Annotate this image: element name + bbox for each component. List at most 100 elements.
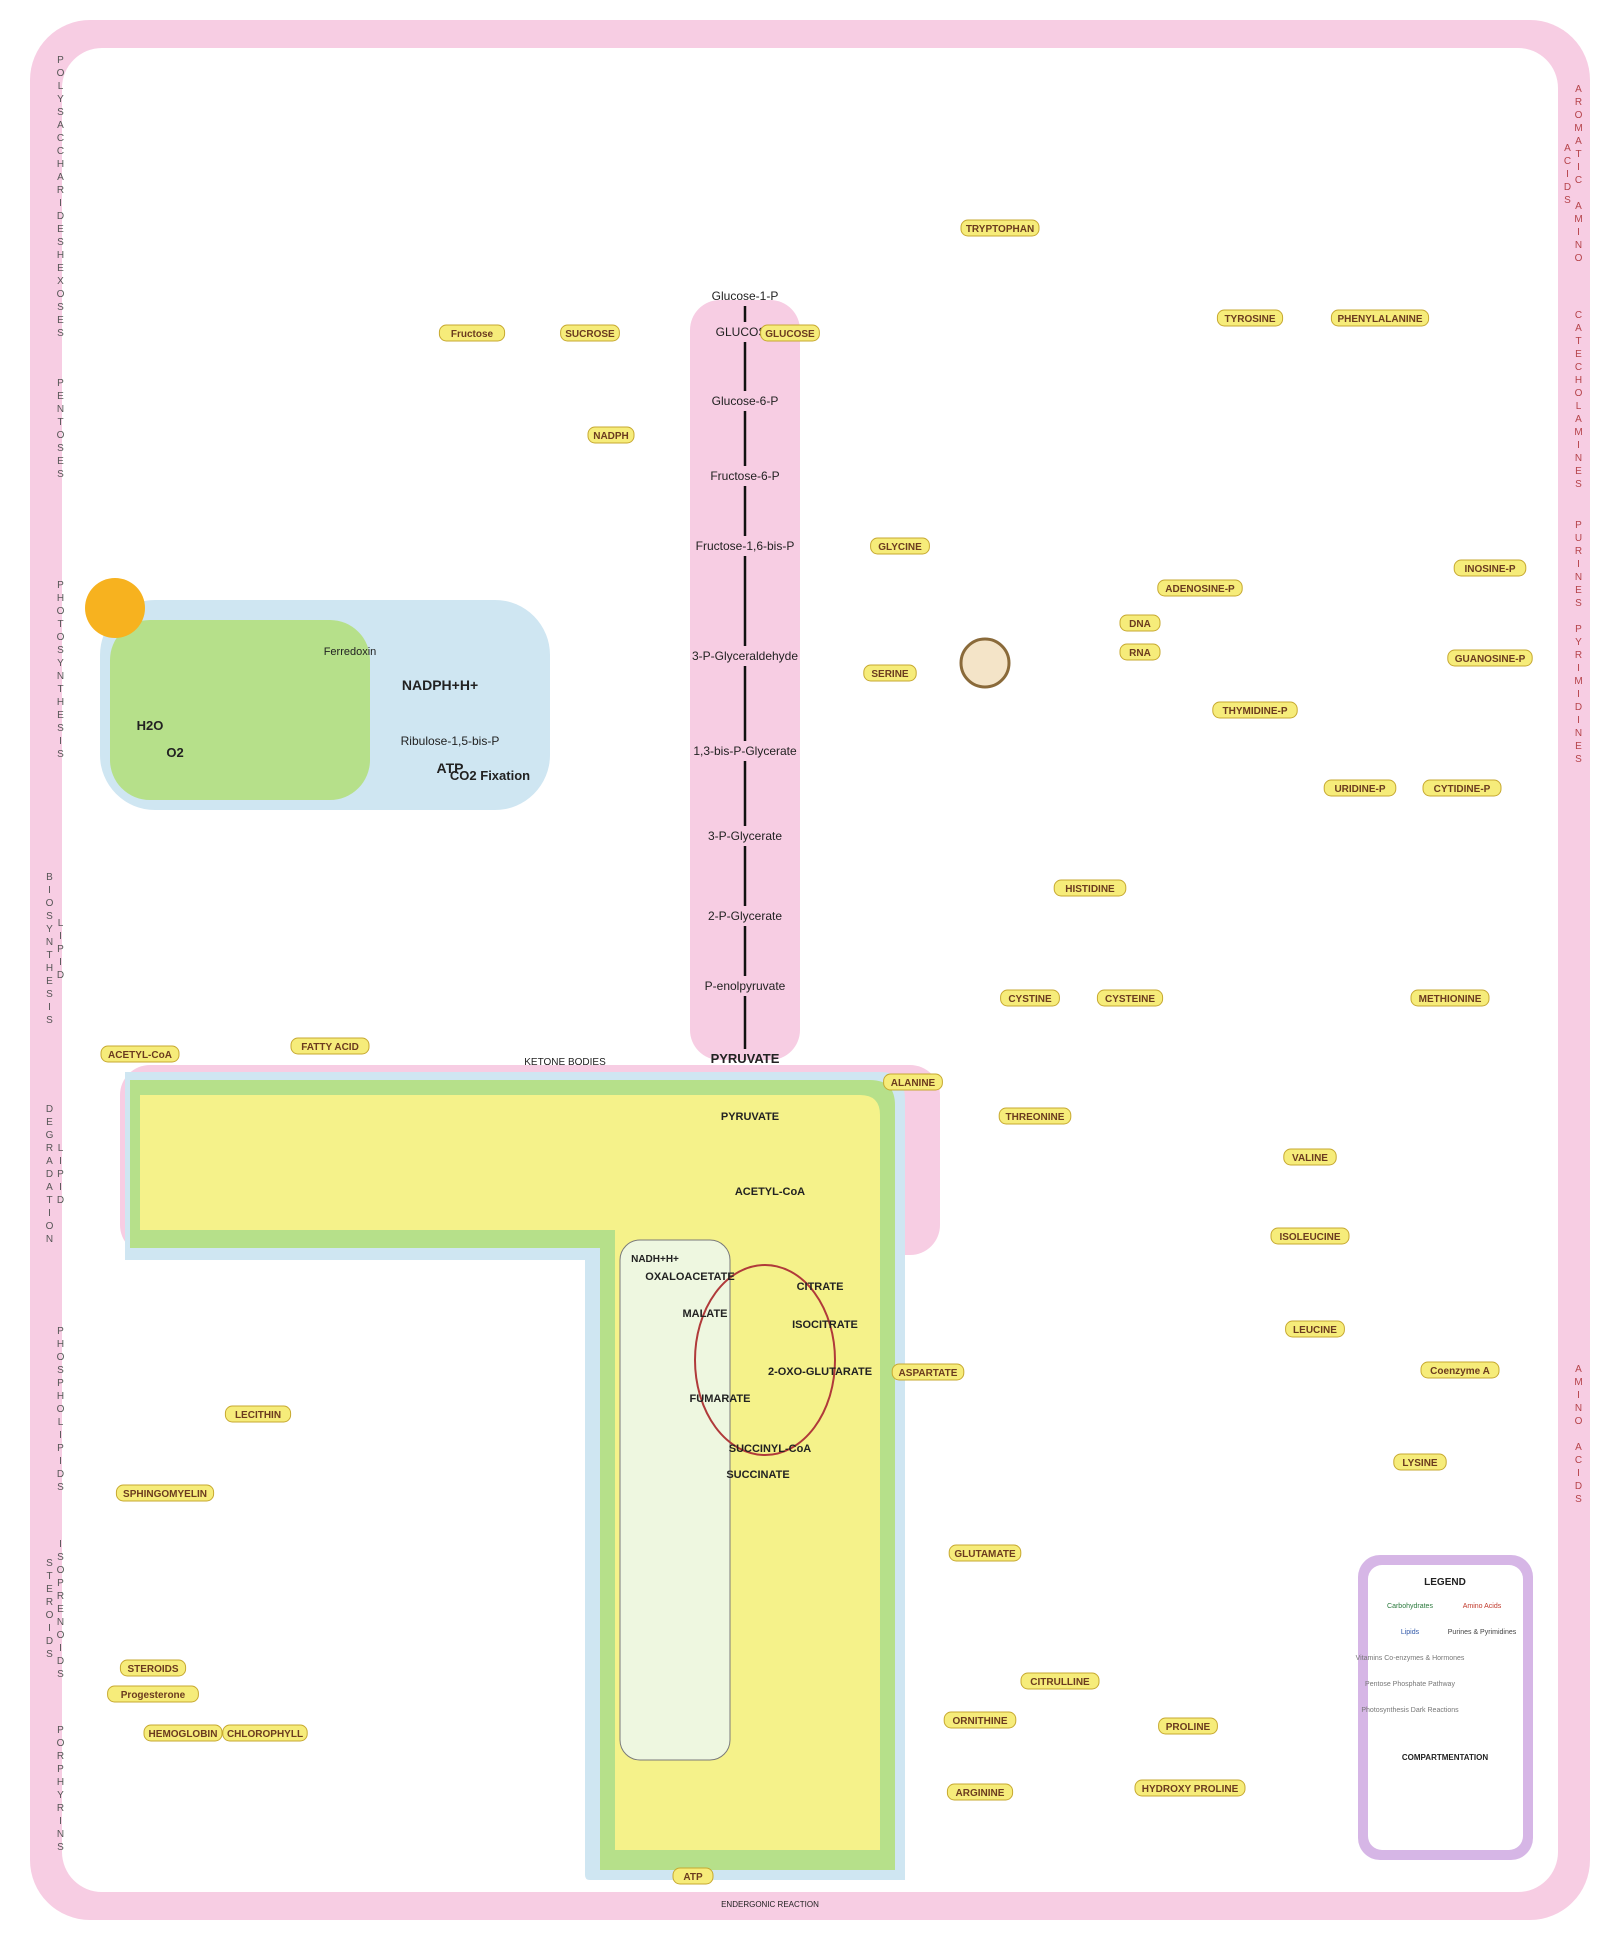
glycolysis-metabolite-glucose-6-p: Glucose-6-P — [712, 394, 779, 408]
category-label-photosynthesis: PHOTOSYNTHESIS — [55, 580, 66, 762]
tca-metabolite-succinate: SUCCINATE — [726, 1469, 789, 1481]
highlight-text-chlorophyll: CHLOROPHYLL — [227, 1729, 303, 1740]
category-label-lipid-biosynthesis: LIPID BIOSYNTHESIS — [44, 872, 66, 1028]
category-label-purines: PURINES — [1573, 520, 1584, 611]
category-label-porphyrins: PORPHYRINS — [55, 1725, 66, 1855]
highlight-text-glycine: GLYCINE — [878, 542, 922, 553]
glycolysis-metabolite-fructose-6-p: Fructose-6-P — [710, 469, 779, 483]
legend-panel — [1368, 1565, 1523, 1850]
highlight-text-ornithine: ORNITHINE — [953, 1716, 1008, 1727]
legend-compartmentation-compartmentation: COMPARTMENTATION — [1402, 1753, 1488, 1762]
highlight-pill-valine — [1283, 1148, 1337, 1166]
highlight-text-cystine: CYSTINE — [1008, 994, 1052, 1005]
highlight-pill-ornithine — [943, 1711, 1017, 1729]
highlight-pill-isoleucine — [1270, 1227, 1350, 1245]
photosynthesis-label-o2: O2 — [166, 745, 183, 760]
highlight-pill-atp — [672, 1867, 714, 1885]
highlight-text-lecithin: LECITHIN — [235, 1410, 281, 1421]
legend-item-photosynthesis-dark-reactions: Photosynthesis Dark Reactions — [1361, 1707, 1459, 1714]
highlight-pill-tyrosine — [1216, 309, 1284, 327]
folic-acid-pool-icon — [959, 637, 1011, 689]
highlight-pill-glucose — [760, 324, 820, 342]
highlight-text-steroids: STEROIDS — [127, 1664, 178, 1675]
highlight-pill-cysteine — [1096, 989, 1164, 1007]
highlight-text-coenzyme-a: Coenzyme A — [1430, 1366, 1490, 1377]
highlight-pill-hydroxy-proline — [1134, 1779, 1246, 1797]
highlight-pill-thymidine-p — [1212, 701, 1298, 719]
highlight-pill-rna — [1119, 643, 1161, 661]
highlight-pill-progesterone — [107, 1685, 199, 1703]
glycolysis-metabolite-pyruvate: PYRUVATE — [711, 1051, 780, 1066]
highlight-pill-lysine — [1393, 1453, 1447, 1471]
highlight-pill-nadph — [587, 426, 635, 444]
glycolysis-metabolite-fructose-1-6-bis-p: Fructose-1,6-bis-P — [696, 539, 795, 553]
highlight-pill-aspartate — [891, 1363, 965, 1381]
highlight-pill-cystine — [1000, 989, 1060, 1007]
highlight-text-acetyl-coa: ACETYL-CoA — [108, 1050, 172, 1061]
tca-metabolite-malate: MALATE — [682, 1308, 727, 1320]
highlight-pill-lecithin — [224, 1405, 292, 1423]
highlight-pill-acetyl-coa — [100, 1045, 180, 1063]
highlight-pill-inosine-p — [1453, 559, 1527, 577]
highlight-pill-tryptophan — [960, 219, 1040, 237]
glycolysis-metabolite-3-p-glyceraldehyde: 3-P-Glyceraldehyde — [692, 649, 798, 663]
tca-metabolite-acetyl-coa: ACETYL-CoA — [735, 1186, 805, 1198]
glycolysis-metabolite-glucose: GLUCOSE — [716, 325, 775, 339]
category-label-aromatic-amino-acids: AROMATIC AMINO ACIDS — [1562, 84, 1584, 266]
highlight-pill-fatty-acid — [290, 1037, 370, 1055]
highlight-pill-arginine — [946, 1783, 1014, 1801]
highlight-pill-proline — [1158, 1717, 1218, 1735]
highlight-text-proline: PROLINE — [1166, 1722, 1211, 1733]
highlight-text-fructose: Fructose — [451, 329, 494, 340]
category-label-isoprenoids-steroids: ISOPRENOIDS STEROIDS — [44, 1538, 66, 1682]
organelle-label-nadh-h: NADH+H+ — [631, 1254, 679, 1265]
highlight-pill-sucrose — [560, 324, 620, 342]
photosynthesis-label-co2-fixation: CO2 Fixation — [450, 768, 530, 783]
photosynthesis-label-nadph-h: NADPH+H+ — [402, 677, 478, 693]
highlight-text-phenylalanine: PHENYLALANINE — [1337, 314, 1422, 325]
legend-title-legend: LEGEND — [1424, 1577, 1466, 1588]
highlight-pill-phenylalanine — [1330, 309, 1430, 327]
pathway-connections — [694, 306, 836, 1456]
legend-item-lipids: Lipids — [1401, 1629, 1420, 1636]
highlight-text-tryptophan: TRYPTOPHAN — [966, 224, 1034, 235]
highlight-text-guanosine-p: GUANOSINE-P — [1455, 654, 1526, 665]
highlight-text-cysteine: CYSTEINE — [1105, 994, 1155, 1005]
highlight-text-sphingomyelin: SPHINGOMYELIN — [123, 1489, 207, 1500]
photosynthesis-label-ferredoxin: Ferredoxin — [324, 646, 377, 658]
highlight-pill-adenosine-p — [1157, 579, 1243, 597]
highlight-text-progesterone: Progesterone — [121, 1690, 186, 1701]
highlight-text-methionine: METHIONINE — [1419, 994, 1482, 1005]
highlight-pill-glutamate — [948, 1544, 1022, 1562]
tca-metabolite-2-oxo-glutarate: 2-OXO-GLUTARATE — [768, 1366, 872, 1378]
highlight-pill-serine — [863, 664, 917, 682]
highlight-pill-cytidine-p — [1422, 779, 1502, 797]
tca-metabolite-succinyl-coa: SUCCINYL-CoA — [729, 1443, 812, 1455]
legend-item-amino-acids: Amino Acids — [1463, 1603, 1502, 1610]
highlight-text-arginine: ARGININE — [956, 1788, 1005, 1799]
category-label-lipid-degradation: LIPID DEGRADATION — [44, 1103, 66, 1247]
highlight-text-fatty-acid: FATTY ACID — [301, 1042, 359, 1053]
highlight-pill-fructose — [438, 324, 506, 342]
highlight-text-hydroxy-proline: HYDROXY PROLINE — [1142, 1784, 1239, 1795]
highlight-text-atp: ATP — [683, 1872, 703, 1883]
highlight-text-thymidine-p: THYMIDINE-P — [1223, 706, 1288, 717]
highlight-text-glutamate: GLUTAMATE — [954, 1549, 1016, 1560]
glycolysis-metabolite-3-p-glycerate: 3-P-Glycerate — [708, 829, 782, 843]
highlight-text-tyrosine: TYROSINE — [1224, 314, 1275, 325]
highlight-text-histidine: HISTIDINE — [1065, 884, 1115, 895]
highlight-text-hemoglobin: HEMOGLOBIN — [149, 1729, 218, 1740]
highlight-pill-coenzyme-a — [1420, 1361, 1500, 1379]
legend-item-purines-pyrimidines: Purines & Pyrimidines — [1448, 1629, 1517, 1636]
glycolysis-metabolite-2-p-glycerate: 2-P-Glycerate — [708, 909, 782, 923]
category-label-pyrimidines: PYRIMIDINES — [1573, 623, 1584, 767]
highlight-pill-sphingomyelin — [115, 1484, 215, 1502]
highlight-pill-chlorophyll — [222, 1724, 308, 1742]
highlight-pill-histidine — [1053, 879, 1127, 897]
highlight-text-dna: DNA — [1129, 619, 1151, 630]
highlight-pill-citrulline — [1020, 1672, 1100, 1690]
electron-transport-column — [619, 1239, 731, 1761]
highlight-text-sucrose: SUCROSE — [565, 329, 615, 340]
